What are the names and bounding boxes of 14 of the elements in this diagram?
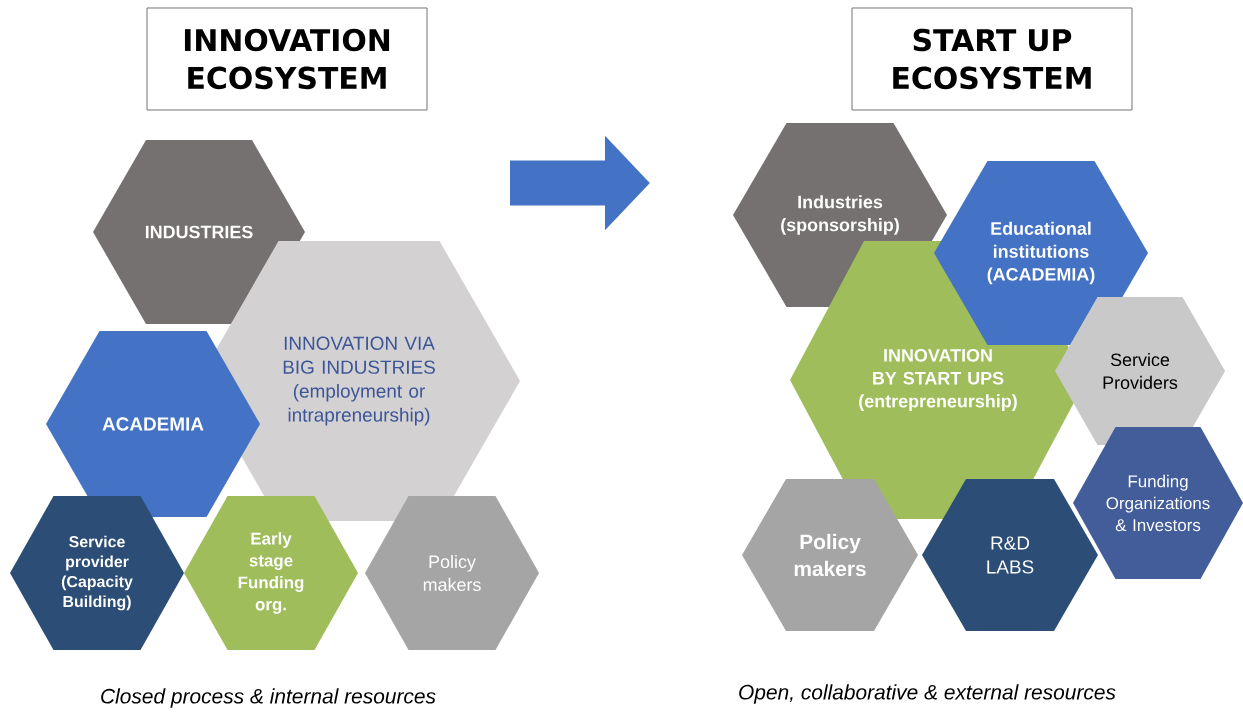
hexagon: Educational institutions (ACADEMIA) [934,161,1148,345]
title-box: INNOVATION ECOSYSTEM [146,7,428,111]
hexagon: INDUSTRIES [93,140,305,324]
caption-text: Closed process & internal resources [101,688,436,708]
hexagon: Early stage Funding org. [184,496,358,650]
hexagon: R&D LABS [922,479,1098,631]
title-box: START UP ECOSYSTEM [851,7,1133,111]
caption-text: Open, collaborative & external resources [739,684,1116,704]
hexagon: Service Providers [1055,297,1225,445]
hexagon: Service provider (Capacity Building) [10,496,184,650]
hexagon: Funding Organizations & Investors [1073,427,1243,579]
hexagon: Policy makers [365,496,539,650]
hexagon: ACADEMIA [46,331,260,517]
hexagon: Policy makers [742,479,918,631]
